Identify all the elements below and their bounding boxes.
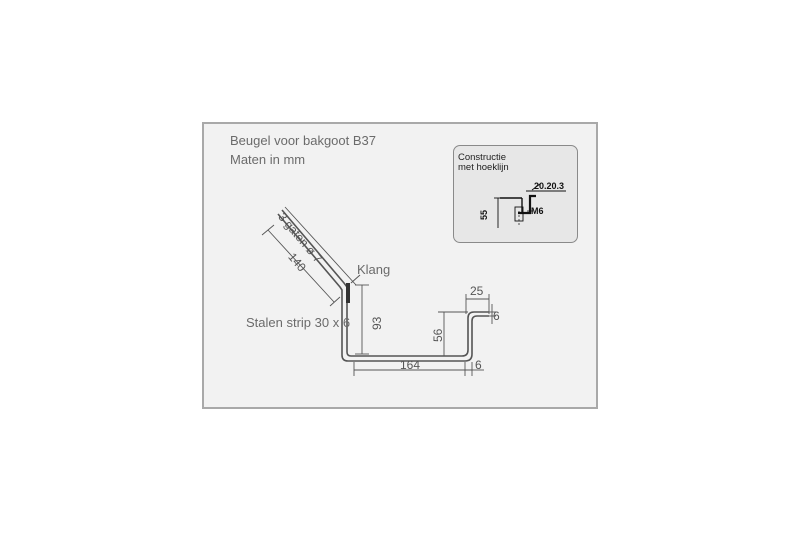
lip-thickness-dimension: 6 <box>493 309 500 323</box>
inset-bolt-label: M6 <box>531 206 544 216</box>
inset-angle-spec: 20.20.3 <box>534 181 565 191</box>
inset-drawing <box>494 183 566 228</box>
inset-title-line1: Constructie <box>458 152 507 163</box>
klang-clamp <box>346 283 350 303</box>
inset-title-line2: met hoeklijn <box>458 162 509 173</box>
inset-height-dimension: 55 <box>479 209 489 220</box>
dimension-lines <box>261 206 496 376</box>
klang-label: Klang <box>357 262 391 277</box>
bracket-shape <box>277 209 489 362</box>
bracket-arm-inner <box>277 213 489 362</box>
bracket-arm-outer <box>281 209 489 357</box>
material-label: Stalen strip 30 x 6 <box>246 315 351 330</box>
lip-width-dimension: 25 <box>470 284 484 298</box>
bottom-thickness-dimension: 6 <box>475 358 482 372</box>
inset-detail-box <box>453 145 578 243</box>
bottom-width-dimension: 164 <box>400 358 421 372</box>
front-height-dimension: 56 <box>431 328 445 342</box>
height-back-dimension: 93 <box>370 316 384 330</box>
diagram-subtitle: Maten in mm <box>230 152 306 167</box>
diagram-title: Beugel voor bakgoot B37 <box>230 133 376 148</box>
